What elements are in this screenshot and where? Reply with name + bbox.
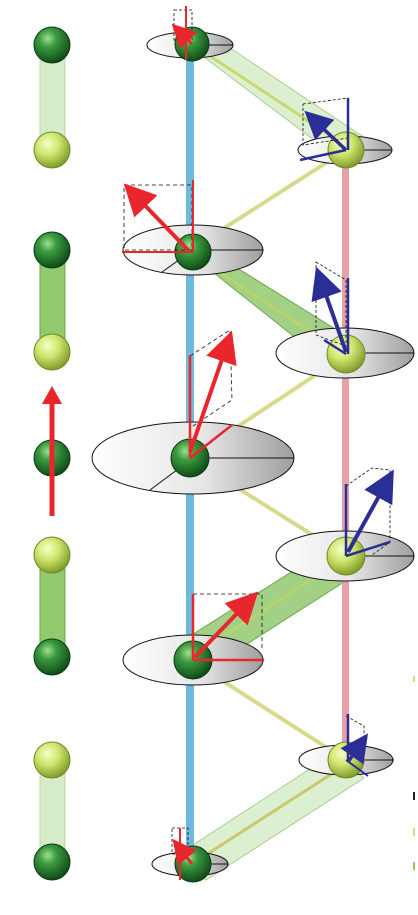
atom-light — [33, 131, 71, 169]
atom-dark — [33, 843, 71, 881]
site-5 — [91, 329, 295, 495]
atom-light — [33, 536, 71, 574]
atom-dark — [33, 638, 71, 676]
site-7 — [122, 591, 264, 686]
atom-dark — [33, 231, 71, 269]
site-8 — [298, 714, 394, 779]
atom-light — [33, 741, 71, 779]
site-2 — [297, 97, 393, 169]
pink-chain — [342, 140, 349, 770]
left-panel — [33, 26, 71, 881]
right-panel — [91, 6, 415, 883]
site-3 — [122, 180, 264, 276]
atom-light — [33, 333, 71, 371]
site-4 — [275, 261, 415, 379]
site-6 — [275, 467, 415, 582]
site-9 — [151, 827, 229, 883]
red-arrow-up-icon — [42, 386, 62, 516]
atom-dark — [33, 26, 71, 64]
site-1 — [146, 6, 234, 62]
